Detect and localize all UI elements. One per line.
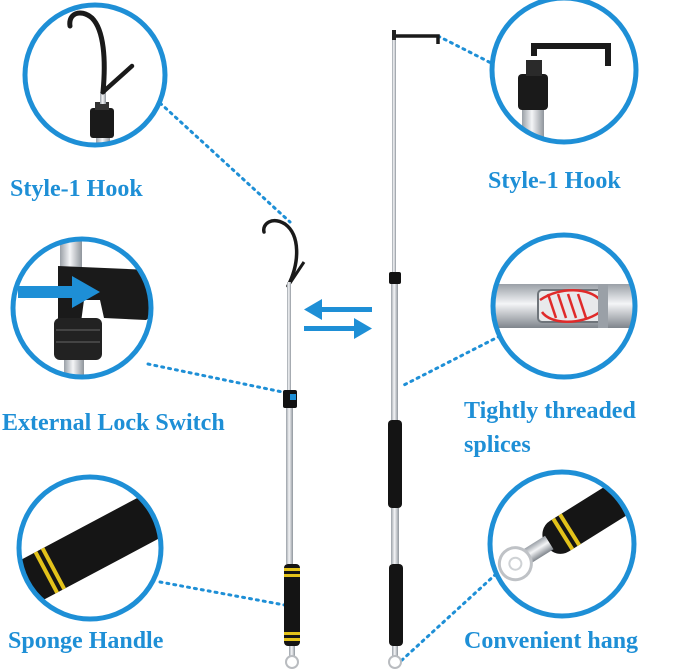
retract-arrow-icon bbox=[304, 299, 372, 320]
right-pole bbox=[388, 30, 440, 669]
lock-switch-circle bbox=[10, 236, 154, 380]
extend-arrow-icon bbox=[304, 318, 372, 339]
hang-ring-circle bbox=[487, 469, 637, 619]
hook-detail-circle-left bbox=[22, 2, 168, 148]
sponge-handle-circle bbox=[16, 474, 164, 622]
sponge-handle-label: Sponge Handle bbox=[8, 628, 164, 654]
threaded-splices-line1: Tightly threaded bbox=[464, 398, 636, 424]
threaded-splice-circle bbox=[490, 232, 638, 380]
hook-detail-circle-right bbox=[489, 0, 639, 145]
threaded-splices-line2: splices bbox=[464, 432, 531, 458]
style1-hook-label-left: Style-1 Hook bbox=[10, 176, 143, 202]
left-pole bbox=[262, 219, 306, 669]
external-lock-switch-label: External Lock Switch bbox=[2, 410, 225, 436]
leader-lines bbox=[146, 34, 502, 662]
style1-hook-label-right: Style-1 Hook bbox=[488, 168, 621, 194]
threaded-splices-label: Tightly threaded splices bbox=[464, 394, 636, 462]
convenient-hang-label: Convenient hang bbox=[464, 628, 639, 654]
